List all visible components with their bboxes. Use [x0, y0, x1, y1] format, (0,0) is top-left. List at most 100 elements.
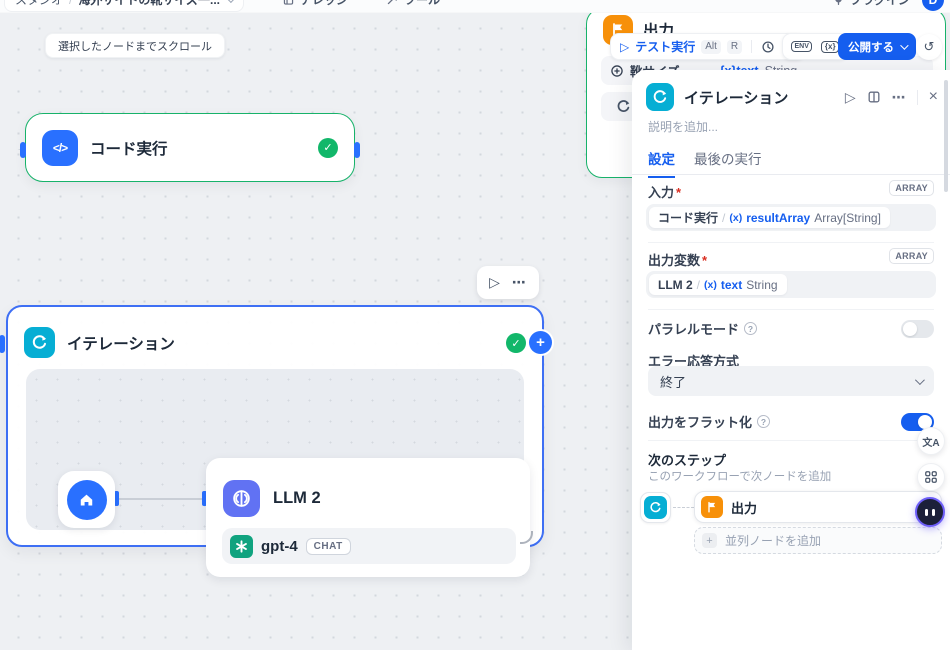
nav-tools[interactable]: ツール — [386, 0, 440, 8]
iteration-config-panel: イテレーション ▷ ⋯ × 説明を追加... 設定 最後の実行 入力* ARRA… — [632, 70, 950, 650]
parallel-mode-label: パラレルモード ? — [648, 319, 758, 338]
iteration-input-handle[interactable] — [0, 335, 5, 353]
section-divider — [648, 440, 934, 441]
panel-run-icon[interactable]: ▷ — [844, 88, 856, 105]
help-icon: ? — [744, 322, 758, 335]
llm-node-title: LLM 2 — [273, 489, 321, 507]
scroll-to-selected-node-button[interactable]: 選択したノードまでスクロール — [45, 33, 225, 58]
iteration-resize-handle[interactable] — [520, 531, 533, 544]
start-output-handle[interactable] — [114, 491, 119, 506]
user-avatar[interactable]: D — [922, 0, 944, 11]
error-mode-select[interactable]: 終了 — [648, 366, 934, 396]
shortcut-alt-key: Alt — [701, 39, 721, 54]
version-history-button[interactable]: ↺ — [916, 34, 942, 60]
flatten-output-toggle[interactable] — [901, 413, 934, 431]
node-mini-toolbar: ▷ ⋯ — [477, 266, 539, 299]
llm-node[interactable]: LLM 2 gpt-4 CHAT — [206, 458, 530, 577]
breadcrumb[interactable]: スタジオ / 海外サイトの靴サイズ一... — [4, 0, 245, 12]
flatten-output-label: 出力をフラット化 ? — [648, 412, 771, 431]
help-icon: ? — [757, 415, 771, 428]
nav-knowledge[interactable]: ナレッジ — [282, 0, 348, 8]
scroll-to-node-label: 選択したノードまでスクロール — [58, 40, 212, 53]
variable-x-icon: (x) — [704, 278, 717, 291]
add-next-node-button[interactable]: + — [529, 331, 552, 354]
next-node-label: 出力 — [731, 500, 758, 516]
chevron-down-icon — [225, 0, 236, 4]
test-run-play-icon[interactable]: ▷ — [620, 39, 630, 54]
iteration-icon — [24, 327, 55, 358]
code-node-title: コード実行 — [90, 140, 168, 158]
output-var-node: LLM 2 — [658, 277, 693, 292]
output-var-name: text — [720, 277, 743, 292]
plugin-icon — [832, 0, 845, 6]
node-more-icon[interactable]: ⋯ — [511, 274, 527, 290]
panel-title: イテレーション — [684, 89, 789, 107]
iteration-node-title: イテレーション — [67, 335, 175, 353]
tab-last-run[interactable]: 最後の実行 — [694, 152, 762, 167]
toolbar-divider — [751, 40, 753, 53]
code-icon: </> — [42, 129, 78, 166]
edge-start-to-llm — [118, 498, 206, 500]
history-icon: ↺ — [923, 39, 935, 54]
description-placeholder[interactable]: 説明を追加... — [648, 120, 719, 134]
translate-button[interactable]: 文A — [917, 427, 945, 455]
iteration-start-node[interactable] — [58, 471, 115, 528]
publish-label: 公開する — [848, 41, 894, 54]
tab-settings[interactable]: 設定 — [648, 148, 675, 178]
iteration-node[interactable]: イテレーション ✓ + LLM 2 gpt-4 CHAT — [0, 305, 552, 577]
assistant-face-icon — [925, 508, 928, 516]
output-var-type: String — [746, 277, 778, 292]
openai-icon — [230, 534, 253, 558]
input-section-label: 入力* — [648, 185, 682, 200]
section-divider — [648, 242, 934, 243]
input-var-name: resultArray — [746, 210, 811, 225]
section-divider — [648, 309, 934, 310]
tools-icon — [386, 0, 399, 6]
model-mode-badge: CHAT — [305, 537, 351, 555]
shortcut-r-key: R — [726, 39, 743, 54]
run-node-icon[interactable]: ▷ — [489, 274, 500, 290]
code-node[interactable]: </> コード実行 ✓ — [20, 113, 360, 182]
next-step-title: 次のステップ — [648, 453, 727, 468]
conversation-variables-button[interactable]: {x} — [821, 40, 840, 53]
run-history-icon[interactable] — [761, 40, 775, 54]
test-run-button[interactable]: テスト実行 — [635, 40, 696, 54]
variable-circle-icon — [610, 64, 624, 78]
next-node-card[interactable]: 出力 — [694, 491, 942, 523]
llm-input-handle[interactable] — [202, 491, 207, 506]
panel-scrollbar[interactable] — [944, 80, 948, 192]
chevron-down-icon — [900, 40, 909, 50]
panel-close-icon[interactable]: × — [928, 88, 938, 105]
add-parallel-node-button[interactable]: + 並列ノードを追加 — [694, 527, 942, 554]
next-step-source-chip — [640, 492, 671, 523]
output-type-badge: ARRAY — [889, 248, 934, 264]
chevron-down-icon — [914, 374, 925, 385]
publish-button[interactable]: 公開する — [838, 33, 916, 60]
output-variable-selector[interactable]: LLM 2 / (x) text String — [646, 271, 936, 298]
code-input-handle[interactable] — [20, 142, 26, 158]
end-node-icon — [701, 496, 723, 518]
environment-variables-button[interactable]: ENV — [791, 41, 813, 52]
input-variable-selector[interactable]: コード実行 / (x) resultArray Array[String] — [646, 204, 936, 231]
output-section-label: 出力変数* — [648, 253, 708, 268]
panel-more-icon[interactable]: ⋯ — [891, 88, 906, 105]
variable-x-icon: (x) — [729, 211, 743, 224]
apps-grid-button[interactable] — [917, 463, 945, 491]
run-toolbar: ▷ テスト実行 Alt R — [610, 33, 806, 60]
breadcrumb-workflow-name[interactable]: 海外サイトの靴サイズ一... — [78, 0, 221, 7]
parallel-mode-toggle[interactable] — [901, 320, 934, 338]
error-mode-label: エラー応答方式 — [648, 354, 740, 369]
top-navigation-bar: スタジオ / 海外サイトの靴サイズ一... ナレッジ ツール プラグイン D — [0, 0, 950, 13]
iteration-inner-canvas[interactable]: LLM 2 gpt-4 CHAT — [26, 369, 530, 577]
code-output-handle[interactable] — [354, 142, 360, 158]
breadcrumb-studio[interactable]: スタジオ — [15, 0, 64, 7]
panel-layout-icon[interactable] — [867, 90, 881, 104]
next-step-connector — [673, 507, 694, 508]
nav-plugins[interactable]: プラグイン — [832, 0, 910, 8]
assistant-button[interactable] — [915, 497, 945, 527]
panel-divider — [916, 89, 918, 105]
grid-icon — [924, 470, 938, 484]
iteration-icon — [616, 99, 631, 114]
llm-icon — [223, 480, 260, 517]
model-selector[interactable]: gpt-4 CHAT — [222, 528, 516, 564]
